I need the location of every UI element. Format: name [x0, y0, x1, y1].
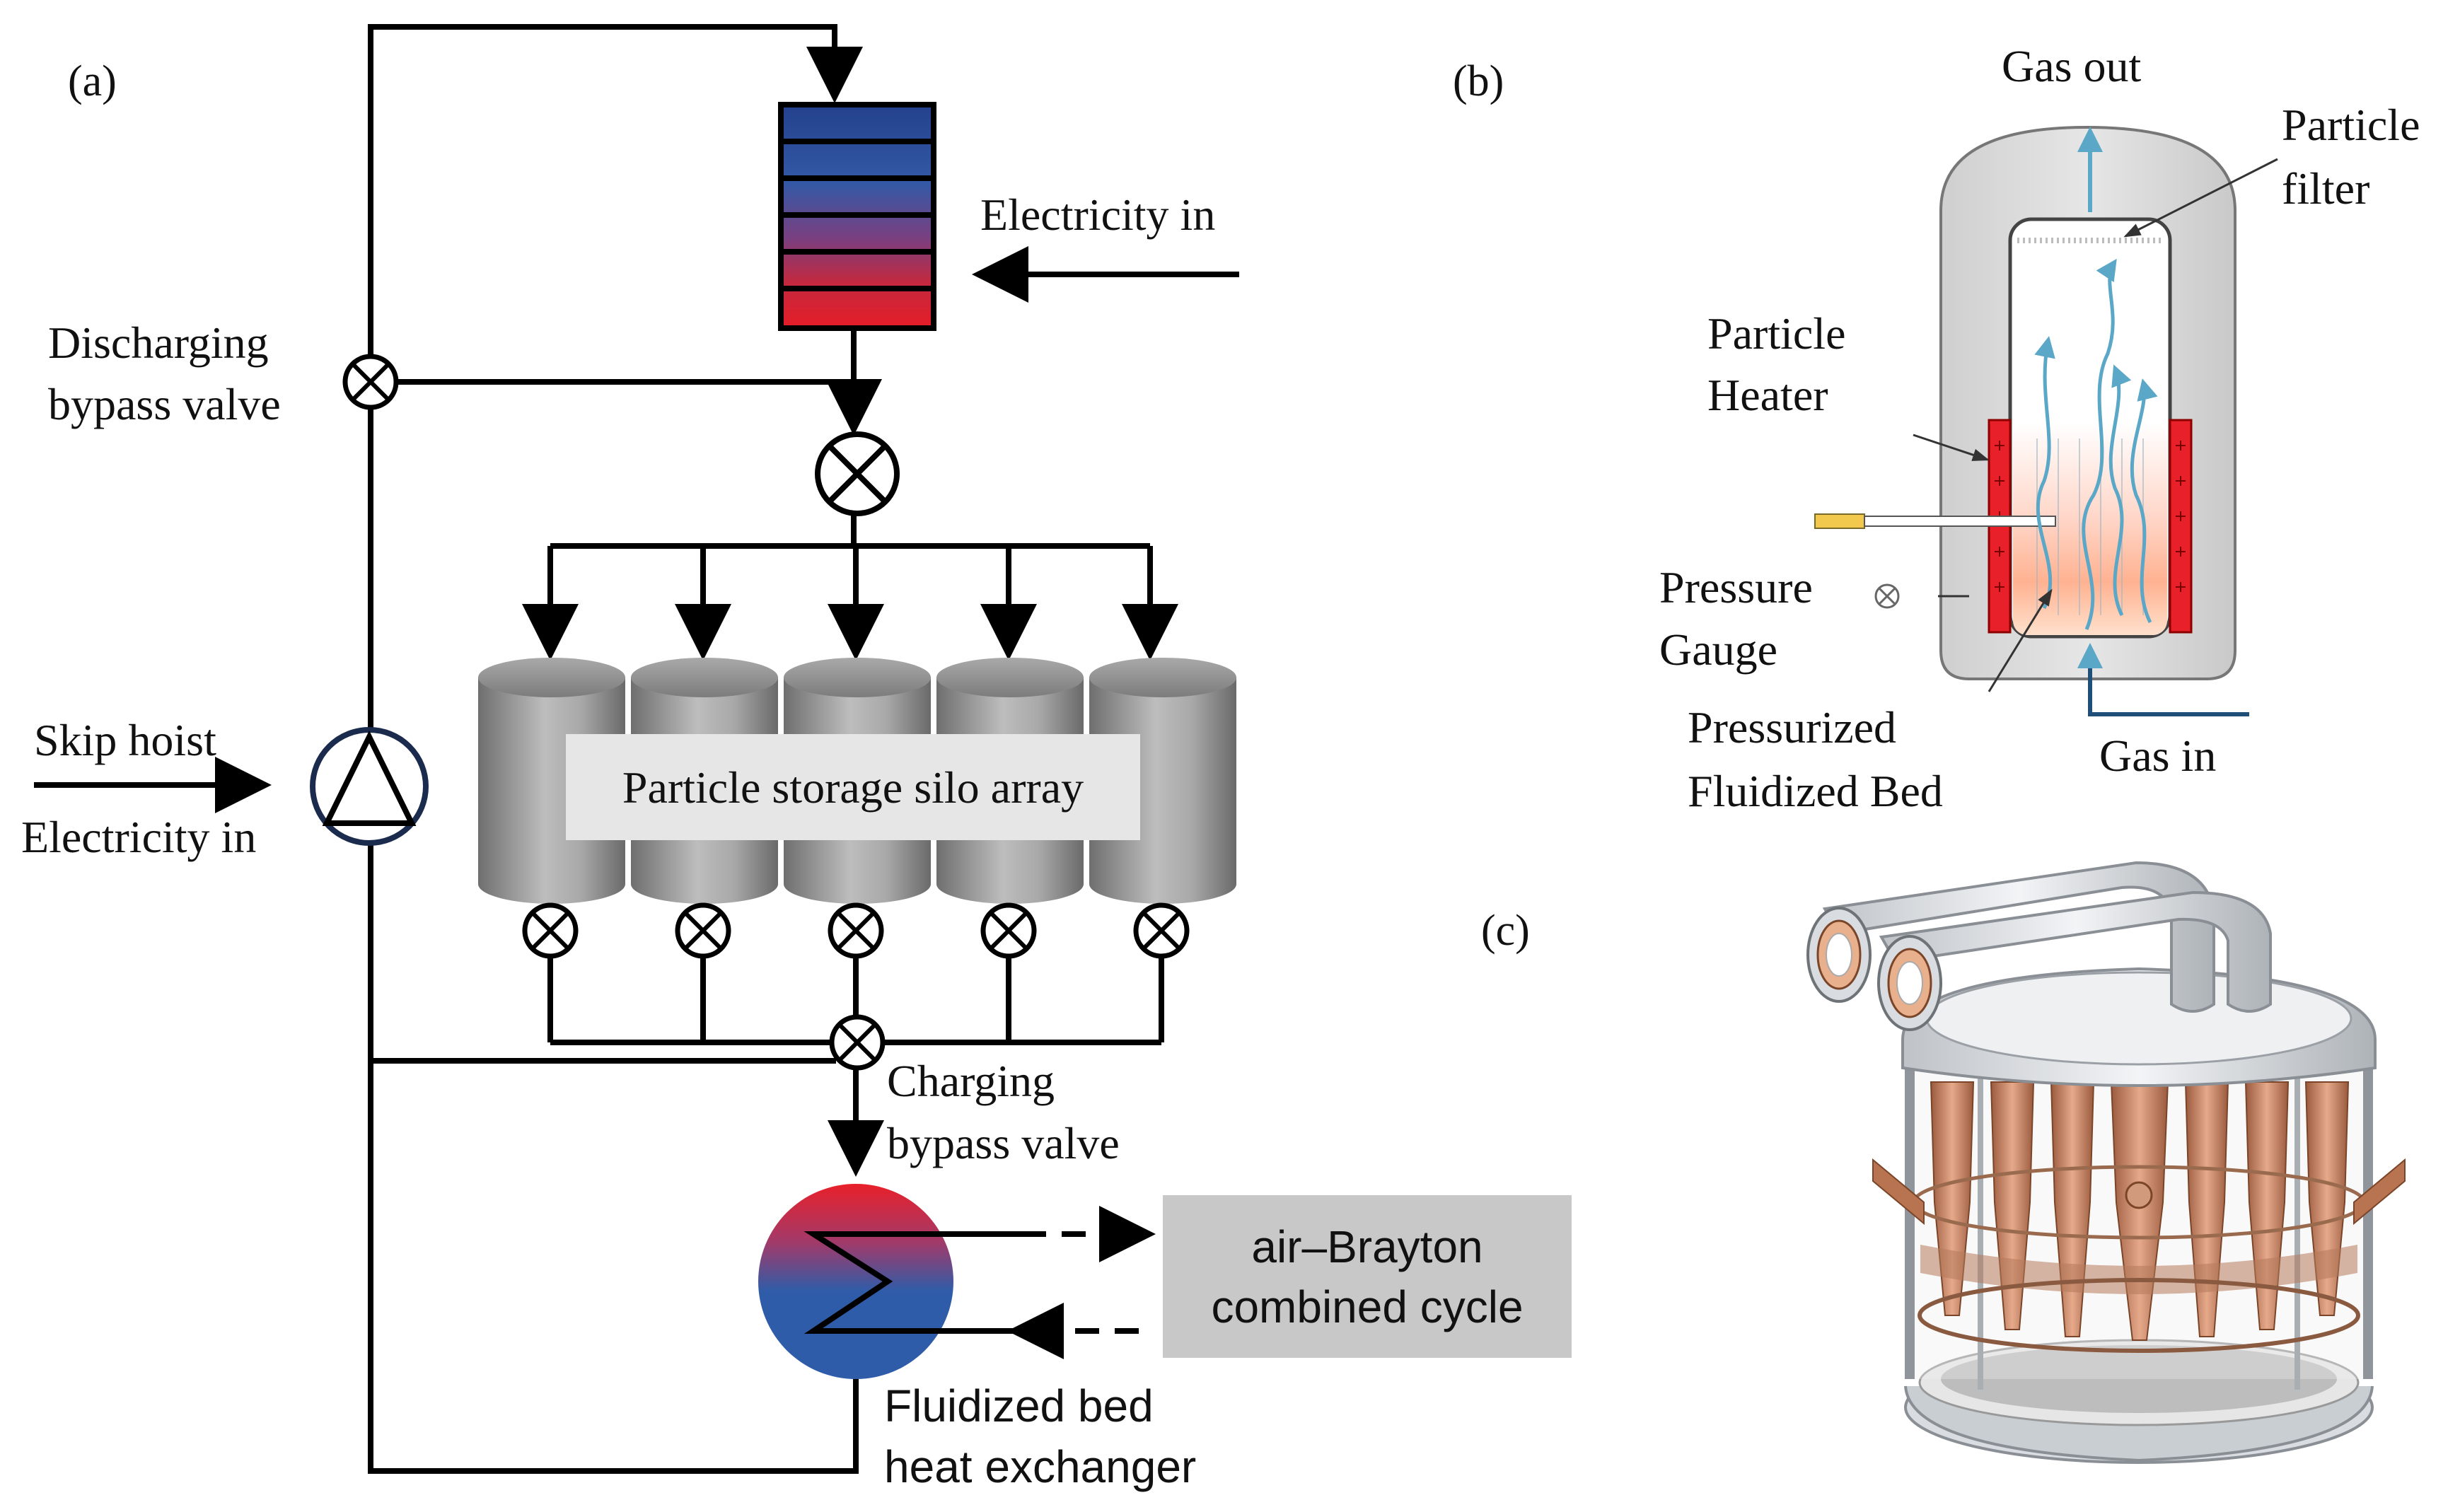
panel-a-label: (a) — [68, 57, 117, 105]
pressure-probe — [1814, 513, 2056, 529]
gas-flow-arrows — [2034, 258, 2158, 630]
silo-outlet-valve — [675, 902, 731, 959]
leader-lines — [1913, 158, 2278, 692]
panel-b-label: (b) — [1453, 57, 1504, 105]
pressurized-vessel — [1939, 125, 2236, 680]
pipe-network — [34, 24, 1239, 1474]
silo-array-label-box — [566, 734, 1140, 840]
discharging-bypass-valve — [342, 354, 399, 410]
cycle-box-label-2: combined cycle — [1211, 1281, 1523, 1332]
silo-outlet-valves — [522, 902, 1190, 959]
pressure-gauge-label-2: Gauge — [1659, 624, 1777, 675]
particle-heater-label-1: Particle — [1707, 308, 1845, 359]
electricity-in-left-label: Electricity in — [21, 812, 256, 862]
silo-array-label: Particle storage silo array — [622, 762, 1084, 813]
pressurized-bed-label-2: Fluidized Bed — [1688, 766, 1943, 816]
pressure-gauge-icon — [1874, 583, 1900, 609]
particle-heater-label-2: Heater — [1707, 370, 1828, 420]
silo-outlet-valve — [980, 902, 1037, 959]
skip-hoist-pump — [310, 727, 429, 846]
pressure-gauge-label-1: Pressure — [1659, 562, 1813, 612]
pressurized-bed-label-1: Pressurized — [1688, 702, 1896, 752]
skip-hoist-label: Skip hoist — [34, 715, 216, 765]
fluidized-bed-3d-render — [1806, 861, 2406, 1464]
cycle-box — [1163, 1195, 1572, 1358]
gas-in-label: Gas in — [2099, 731, 2216, 781]
cycle-box-label-1: air–Brayton — [1251, 1221, 1483, 1272]
silo-outlet-lines — [547, 950, 1164, 1042]
electric-heater — [778, 102, 936, 331]
silo-outlet-valve — [828, 902, 884, 959]
discharging-valve-label-2: bypass valve — [48, 379, 281, 429]
electricity-in-top-label: Electricity in — [980, 190, 1215, 240]
fbhx-label-1: Fluidized bed — [884, 1380, 1154, 1431]
silo-inlet-arrows — [522, 546, 1178, 661]
discharging-valve-label-1: Discharging — [48, 318, 269, 368]
fluidized-bed-heat-exchanger — [758, 1184, 1022, 1379]
particle-filter-label-2: filter — [2282, 163, 2369, 214]
fbhx-label-2: heat exchanger — [884, 1441, 1196, 1492]
silo-outlet-valve — [522, 902, 579, 959]
charging-bypass-valve — [829, 1014, 886, 1071]
particle-filter-label-1: Particle — [2282, 100, 2420, 150]
silo — [478, 658, 625, 904]
distribution-valve — [815, 431, 900, 516]
charging-valve-label-2: bypass valve — [887, 1118, 1120, 1168]
panel-c-label: (c) — [1481, 907, 1530, 955]
charging-valve-label-1: Charging — [887, 1056, 1055, 1106]
gas-out-label: Gas out — [2002, 41, 2142, 91]
gas-in-arrow — [2077, 643, 2249, 716]
silo-outlet-valve — [1133, 902, 1190, 959]
